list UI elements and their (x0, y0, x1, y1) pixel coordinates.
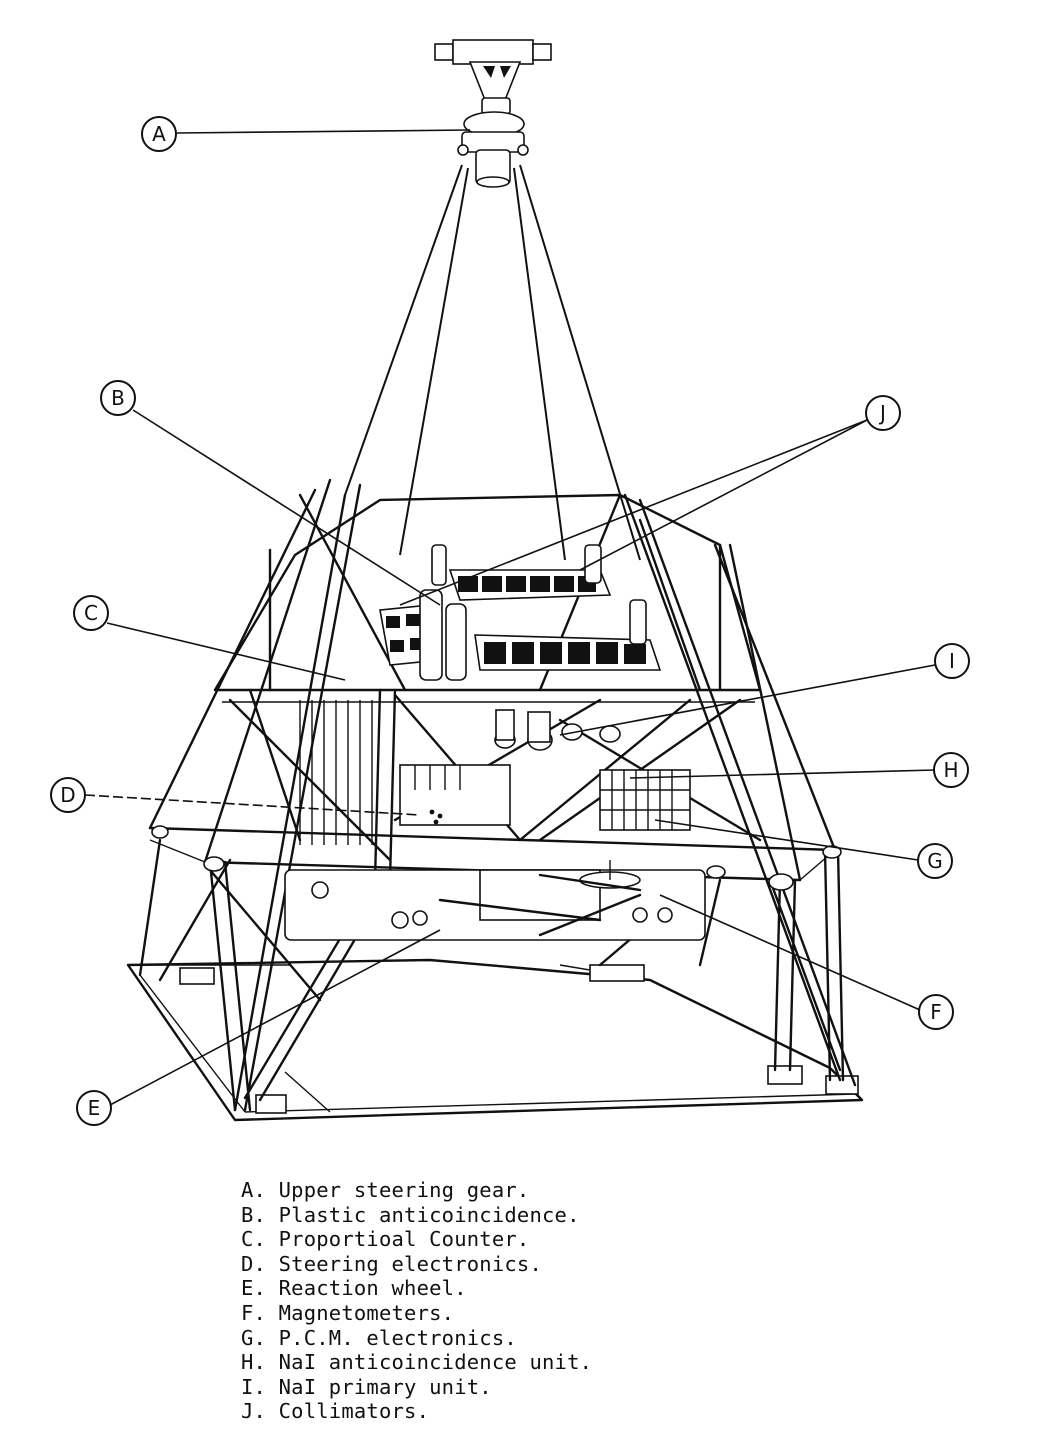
callout-D: D (50, 777, 86, 813)
legend-item-I: I. NaI primary unit. (241, 1374, 492, 1399)
callout-I-letter: I (949, 649, 955, 673)
legend-item-F: F. Magnetometers. (241, 1300, 455, 1325)
callout-F-letter: F (930, 1000, 942, 1024)
legend-item-G: G. P.C.M. electronics. (241, 1325, 517, 1350)
callout-C-letter: C (84, 601, 98, 625)
legend-item-D: D. Steering electronics. (241, 1251, 543, 1276)
callout-J: J (865, 395, 901, 431)
leader-lines (84, 129, 936, 1106)
legend-item-H: H. NaI anticoincidence unit. (241, 1350, 593, 1375)
callout-J-letter: J (878, 401, 886, 425)
legend: A. Upper steering gear. B. Plastic antic… (241, 1178, 592, 1424)
callout-G: G (917, 843, 953, 879)
legend-item-J: J. Collimators. (241, 1399, 430, 1424)
callout-G-letter: G (927, 849, 943, 873)
callout-B-letter: B (111, 386, 125, 410)
callout-C: C (73, 595, 109, 631)
callout-H-letter: H (943, 758, 958, 782)
callout-H: H (933, 752, 969, 788)
upper-steering-gear (434, 39, 552, 188)
legend-item-C: C. Proportioal Counter. (241, 1227, 530, 1252)
base-platform (126, 958, 864, 1122)
legend-item-B: B. Plastic anticoincidence. (241, 1202, 580, 1227)
instrument-interior (284, 709, 706, 941)
callout-E-letter: E (88, 1096, 101, 1120)
callout-D-letter: D (60, 783, 75, 807)
callout-A: A (141, 116, 177, 152)
collimator-deck (379, 544, 662, 681)
callout-B: B (100, 380, 136, 416)
callout-F: F (918, 994, 954, 1030)
legend-item-E: E. Reaction wheel. (241, 1276, 467, 1301)
callout-A-letter: A (152, 122, 166, 146)
callout-E: E (76, 1090, 112, 1126)
legend-item-A: A. Upper steering gear. (241, 1178, 530, 1202)
callout-I: I (934, 643, 970, 679)
